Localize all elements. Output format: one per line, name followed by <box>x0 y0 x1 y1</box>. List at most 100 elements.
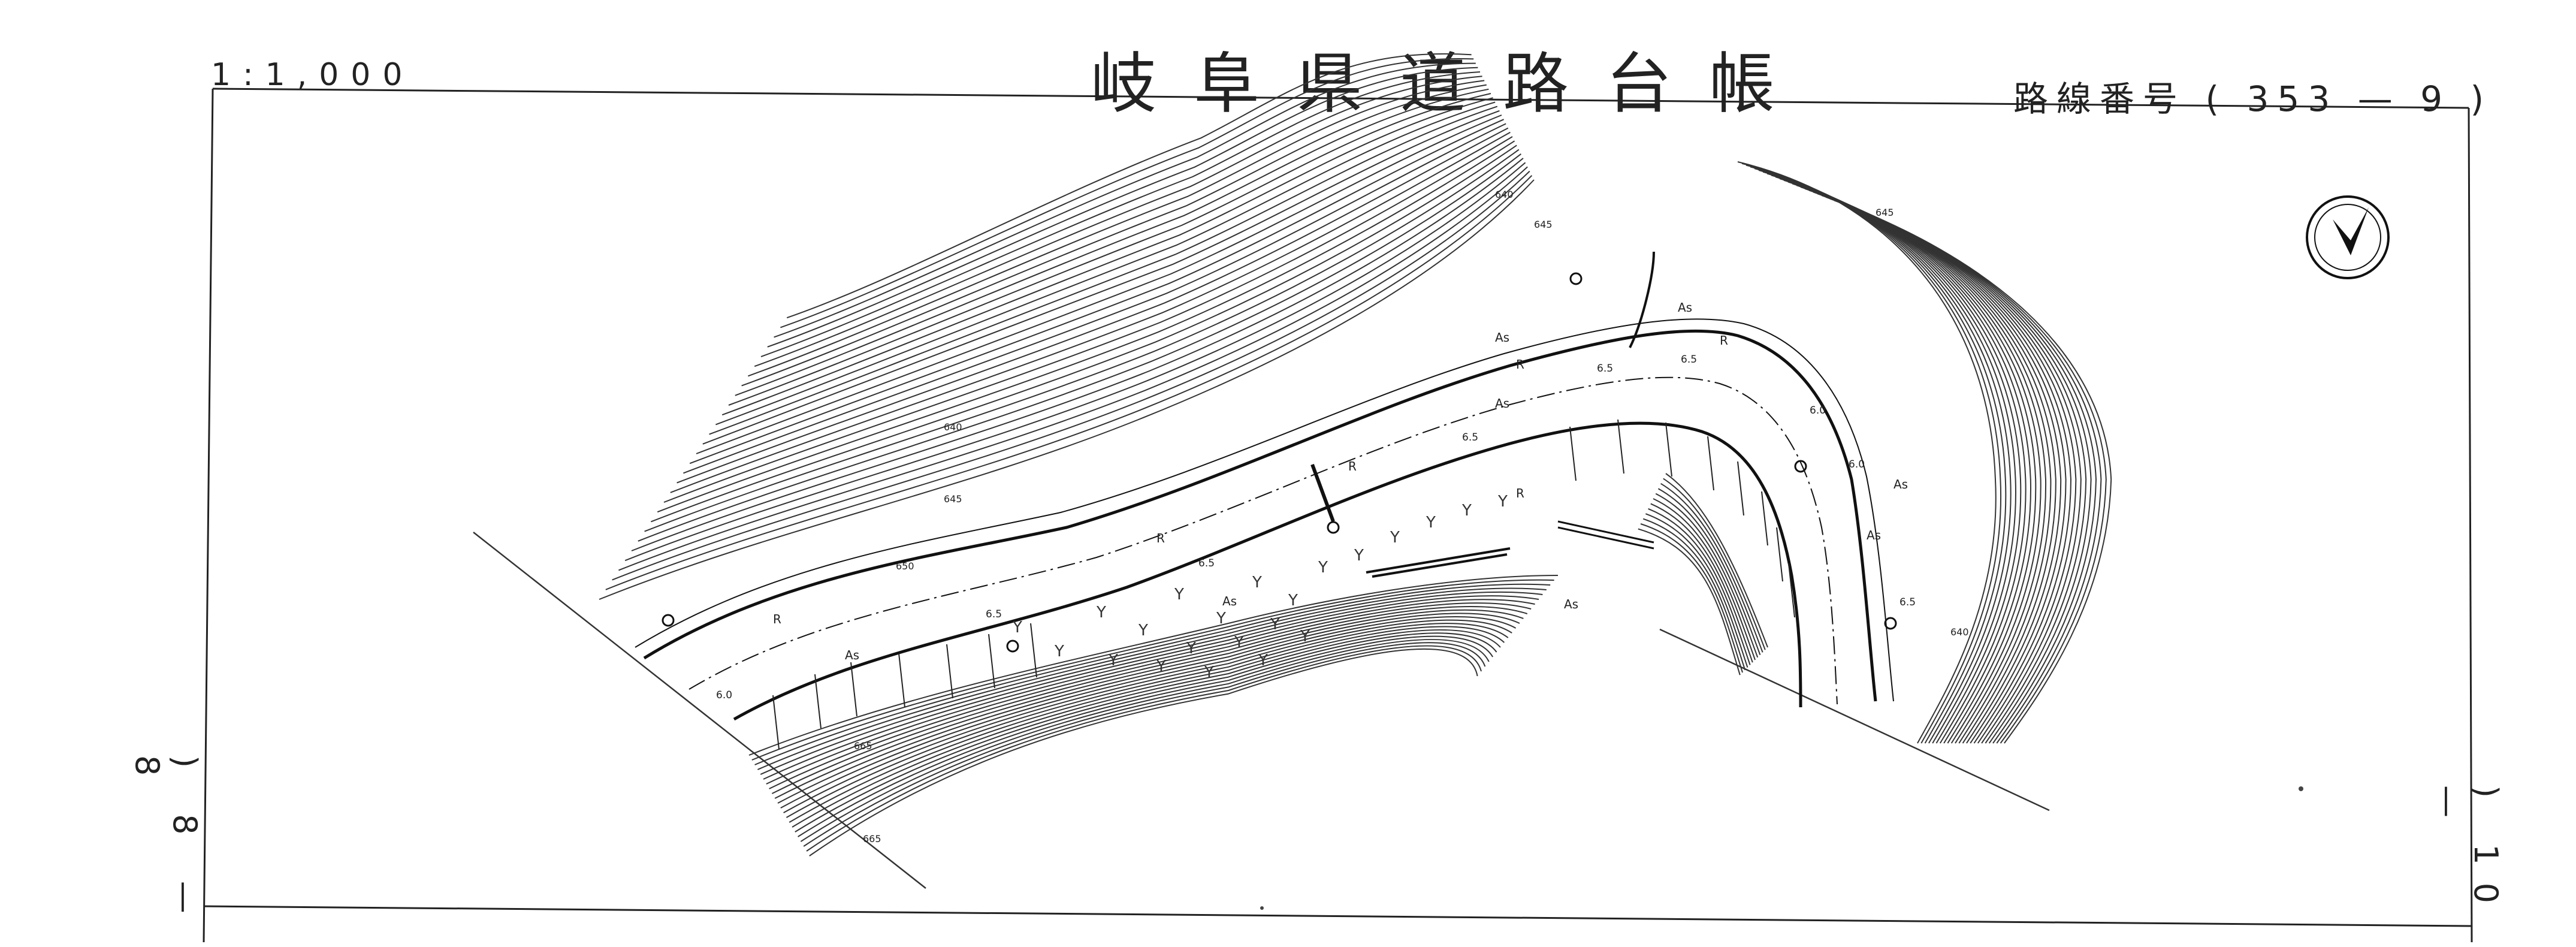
road-width-label: 6.5 <box>1681 354 1697 366</box>
contour-line <box>780 58 1474 328</box>
contour-line <box>771 606 1528 794</box>
map-frame <box>203 88 2473 942</box>
contour-line <box>1800 186 2072 744</box>
route-section-number: 9 <box>2420 79 2451 119</box>
cross-section-tick <box>1707 436 1714 491</box>
contour-line <box>1829 198 2107 744</box>
contour-line <box>786 623 1509 818</box>
contour-line <box>754 583 1551 765</box>
cross-section-tick <box>814 674 822 729</box>
route-label: 路線番号 <box>2013 79 2187 119</box>
contour-line <box>677 127 1509 484</box>
contour-line <box>683 123 1506 474</box>
vegetation-mark: Y <box>1234 634 1244 652</box>
contour-line <box>760 71 1481 357</box>
contour-line <box>612 170 1530 581</box>
contour-line <box>806 645 1482 852</box>
contour-line <box>795 632 1497 833</box>
pavement-surface-label: As <box>1894 477 1908 491</box>
contour-line <box>1657 488 1761 655</box>
contour-line <box>1804 188 2077 744</box>
contour-line <box>651 144 1517 523</box>
contour-line <box>1665 473 1768 648</box>
contour-line <box>631 158 1524 551</box>
contour-line <box>618 166 1528 571</box>
contour-line <box>663 136 1513 503</box>
contour-line <box>748 80 1485 377</box>
contour-line <box>1817 193 2092 744</box>
contour-line <box>792 629 1501 828</box>
pavement-surface-label: As <box>1564 597 1578 611</box>
vegetation-mark: Y <box>1300 628 1310 646</box>
contour-line <box>1638 528 1741 675</box>
contour-line <box>757 587 1547 770</box>
contour-line <box>1775 176 2042 744</box>
contour-line <box>728 93 1491 406</box>
contour-line <box>1645 513 1748 668</box>
cross-section-tick <box>988 634 995 689</box>
pavement-surface-label: As <box>1222 594 1237 608</box>
contour-line <box>624 162 1526 562</box>
marker-circle <box>1569 272 1583 285</box>
road-width-label: 6.5 <box>1198 557 1215 569</box>
contour-line <box>1650 503 1753 663</box>
scale-label: 1:1,000 <box>211 57 415 93</box>
contour-line <box>1834 200 2112 744</box>
cross-section-tick <box>1761 491 1768 546</box>
road-width-label: 6.0 <box>716 689 732 701</box>
contour-line <box>763 595 1539 780</box>
contour-line <box>721 97 1493 416</box>
contour-line <box>689 119 1505 465</box>
contour-elevation-label: 645 <box>1876 207 1894 218</box>
contour-line <box>774 609 1524 799</box>
contour-line <box>760 591 1543 775</box>
marker-circle <box>1884 617 1897 630</box>
contour-line <box>1825 196 2102 744</box>
vegetation-mark: Y <box>1354 547 1364 565</box>
contour-line <box>1642 518 1746 671</box>
contour-line <box>1750 166 2012 744</box>
contour-line <box>1771 174 2037 744</box>
vegetation-mark: Y <box>1390 529 1400 547</box>
road-edge-label: R <box>1720 333 1728 348</box>
road-width-label: 6.5 <box>1597 363 1613 375</box>
route-open-paren: ( <box>2205 79 2228 119</box>
cross-section-tick <box>1617 419 1624 474</box>
contour-line <box>786 53 1472 319</box>
contour-line <box>767 67 1478 348</box>
vegetation-mark: Y <box>1186 640 1196 658</box>
contour-line <box>1766 173 2031 744</box>
contour-lines <box>599 53 2112 856</box>
stray-dot <box>1260 906 1264 910</box>
vegetation-mark: Y <box>1156 658 1166 675</box>
contour-line <box>751 579 1554 761</box>
road-edge-label: R <box>1348 459 1357 474</box>
cross-section-tick <box>898 653 905 708</box>
contour-line <box>709 105 1498 435</box>
vegetation-mark: Y <box>1012 619 1022 637</box>
vegetation-mark: Y <box>1288 592 1298 610</box>
vegetation-mark: Y <box>1318 559 1328 577</box>
contour-line <box>1762 171 2027 744</box>
cross-section-tick <box>1737 461 1744 516</box>
contour-line <box>1640 523 1743 673</box>
contour-elevation-label: 665 <box>863 833 881 845</box>
contour-line <box>1796 185 2067 744</box>
contour-line <box>754 76 1482 367</box>
contour-elevation-label: 665 <box>854 740 872 752</box>
vegetation-mark: Y <box>1054 643 1064 661</box>
contour-line <box>766 599 1535 785</box>
vegetation-mark: Y <box>1258 652 1268 669</box>
contour-line <box>599 179 1535 600</box>
road-centerline <box>688 376 1838 705</box>
pavement-surface-label: As <box>1495 330 1509 345</box>
road-width-label: 6.5 <box>1462 432 1478 444</box>
pavement-surface-label: As <box>1867 528 1881 542</box>
pavement-surface-label: As <box>845 648 859 662</box>
vegetation-mark: Y <box>1270 616 1280 634</box>
contour-line <box>1655 493 1759 658</box>
contour-line <box>780 616 1517 809</box>
contour-line <box>1663 478 1766 650</box>
vegetation-mark: Y <box>1138 622 1148 640</box>
